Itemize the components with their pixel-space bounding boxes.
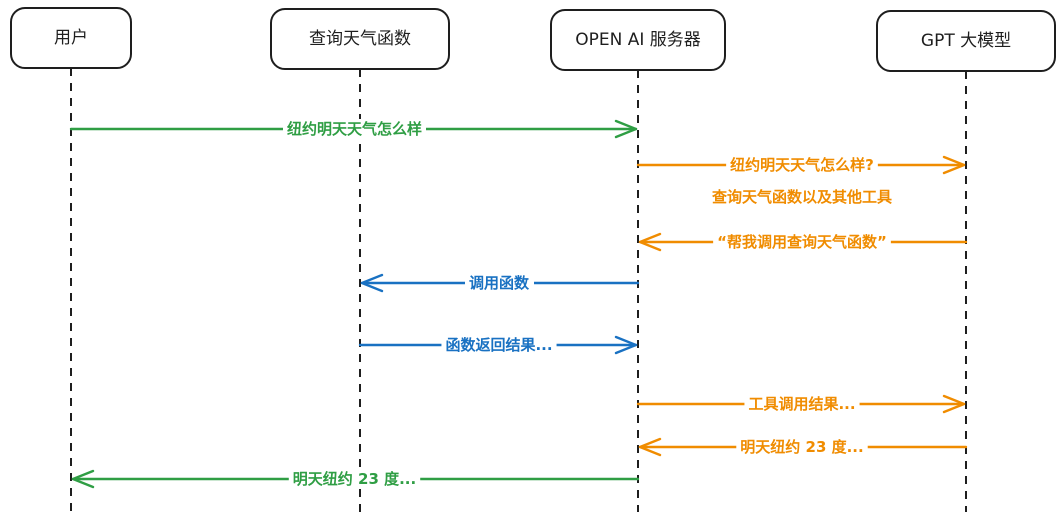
- message-label-bg: [282, 119, 427, 139]
- message-1: 纽约明天天气怎么样: [69, 119, 638, 139]
- actor-openai: OPEN AI 服务器: [550, 9, 726, 71]
- message-label: 纽约明天天气怎么样: [287, 120, 422, 138]
- arrowhead-icon: [614, 119, 638, 139]
- actor-box: [550, 9, 726, 71]
- message-label-bg: [744, 394, 860, 414]
- arrowhead-icon: [614, 335, 638, 355]
- actor-label: 查询天气函数: [309, 29, 411, 49]
- actor-weather_fn: 查询天气函数: [270, 8, 450, 70]
- actor-box: [270, 8, 450, 70]
- actor-box: [876, 10, 1056, 72]
- lifelines: [70, 68, 967, 512]
- message-6: 函数返回结果...: [358, 335, 638, 355]
- message-label-bg: [736, 437, 868, 457]
- message-label: 查询天气函数以及其他工具: [712, 188, 892, 206]
- message-label: 函数返回结果...: [445, 336, 552, 354]
- actor-user: 用户: [10, 7, 132, 69]
- message-8: 明天纽约 23 度...: [638, 437, 968, 457]
- message-label-bg: [713, 232, 891, 252]
- message-5: 调用函数: [360, 273, 640, 293]
- message-label-bg: [464, 273, 534, 293]
- arrowhead-icon: [638, 437, 662, 457]
- message-7: 工具调用结果...: [636, 394, 966, 414]
- message-label-bg: [288, 469, 421, 489]
- message-label-bg: [441, 335, 557, 355]
- arrowhead-icon: [942, 155, 966, 175]
- arrowhead-icon: [360, 273, 384, 293]
- actors: 用户 查询天气函数 OPEN AI 服务器 GPT 大模型: [10, 7, 1056, 72]
- message-3: 查询天气函数以及其他工具: [712, 188, 892, 206]
- message-label: 纽约明天天气怎么样?: [730, 156, 874, 174]
- actor-label: 用户: [54, 28, 88, 48]
- message-4: “帮我调用查询天气函数”: [638, 232, 968, 252]
- actor-gpt: GPT 大模型: [876, 10, 1056, 72]
- message-label: 明天纽约 23 度...: [740, 438, 863, 456]
- arrowhead-icon: [638, 232, 662, 252]
- message-9: 明天纽约 23 度...: [71, 469, 640, 489]
- arrowhead-icon: [942, 394, 966, 414]
- actor-label: OPEN AI 服务器: [575, 30, 701, 50]
- message-label: 明天纽约 23 度...: [293, 470, 416, 488]
- arrowhead-icon: [71, 469, 95, 489]
- actor-box: [10, 7, 132, 69]
- message-label: 调用函数: [469, 274, 530, 292]
- message-label: 工具调用结果...: [748, 395, 855, 413]
- message-label-bg: [726, 155, 878, 175]
- message-label: “帮我调用查询天气函数”: [717, 233, 887, 251]
- actor-label: GPT 大模型: [921, 31, 1011, 51]
- message-2: 纽约明天天气怎么样?: [636, 155, 966, 175]
